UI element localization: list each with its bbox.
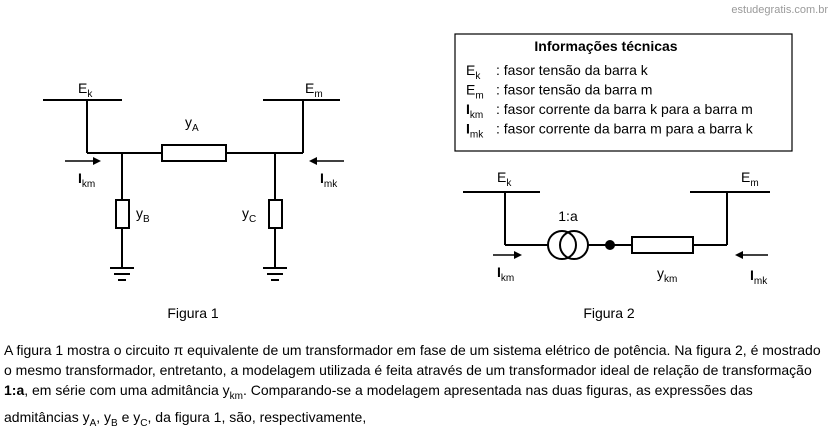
symbol-ya-sub: A [89,417,97,429]
info-row-symbol: Em [466,82,484,102]
fig1-imk-label: Imk [320,170,338,190]
fig2-ikm-label: Ikm [497,264,514,284]
figure-2-caption: Figura 2 [583,305,635,321]
fig2-ek-label: Ek [497,169,512,189]
info-row-symbol: Ek [466,62,481,82]
ground-icon [110,267,134,281]
arrow-right-icon [493,251,522,259]
question-ratio: 1:a [4,382,25,398]
question-part-2: , em série com uma admitância [24,382,223,398]
info-row-text: : fasor tensão da barra m [496,82,652,98]
figure-1: Ek Em yA yB yC Ikm Imk Figura 1 [43,80,344,321]
info-box-frame [454,33,793,152]
fig1-yb-label: yB [136,205,150,225]
fig1-ek-label: Ek [78,80,93,100]
admittance-yc [268,199,283,229]
question-part-4: , da figura 1, são, respectivamente, [147,408,367,425]
fig1-ya-label: yA [185,114,199,134]
admittance-ya [161,144,227,162]
circuit-figures: estudegratis.com.br [43,4,828,321]
question-text: A figura 1 mostra o circuito π equivalen… [4,340,830,434]
fig2-em-label: Em [741,169,759,189]
symbol-ykm: y [222,382,230,398]
watermark: estudegratis.com.br [731,4,828,16]
info-box: Informações técnicas Ek : fasor tensão da… [454,33,793,152]
symbol-yc: y [133,408,141,425]
transformer-icon [547,230,589,260]
info-box-rows: Ek : fasor tensão da barra k Em : fasor ten… [466,62,754,141]
symbol-ya: y [82,408,90,425]
arrow-left-icon [735,251,768,259]
info-row-symbol: Imk [466,121,484,141]
figure-2: Ek Em 1:a ykm Ikm Imk Figura 2 [463,169,770,321]
info-row-text: : fasor corrente da barra m para a barra… [496,121,754,137]
info-row-text: : fasor tensão da barra k [496,62,649,78]
symbol-yc-sub: C [140,417,148,429]
info-box-title: Informações técnicas [534,38,677,54]
node-dot [605,240,615,250]
admittance-yb [115,199,130,229]
question-part-1: A figura 1 mostra o circuito π equivalen… [4,342,821,378]
arrow-left-icon [309,157,344,165]
question-separator: e [117,408,134,425]
symbol-ykm-sub: km [229,390,243,402]
fig2-ykm-label: ykm [657,265,677,285]
symbol-yb-sub: B [111,417,118,429]
arrow-right-icon [65,157,101,165]
question-separator: , [96,408,105,425]
figure-1-caption: Figura 1 [167,305,219,321]
fig1-yc-label: yC [242,205,256,225]
fig2-ratio-label: 1:a [558,208,578,224]
question-part-3: . Comparando-se a modelagem apresentada … [4,382,753,425]
admittance-ykm [631,236,694,254]
fig2-imk-label: Imk [750,267,768,287]
ground-icon [263,267,287,281]
symbol-yb: y [104,408,112,425]
fig1-ikm-label: Ikm [78,170,95,190]
info-row-text: : fasor corrente da barra k para a barra… [496,101,753,117]
fig1-em-label: Em [305,80,323,100]
info-row-symbol: Ikm [466,101,483,121]
